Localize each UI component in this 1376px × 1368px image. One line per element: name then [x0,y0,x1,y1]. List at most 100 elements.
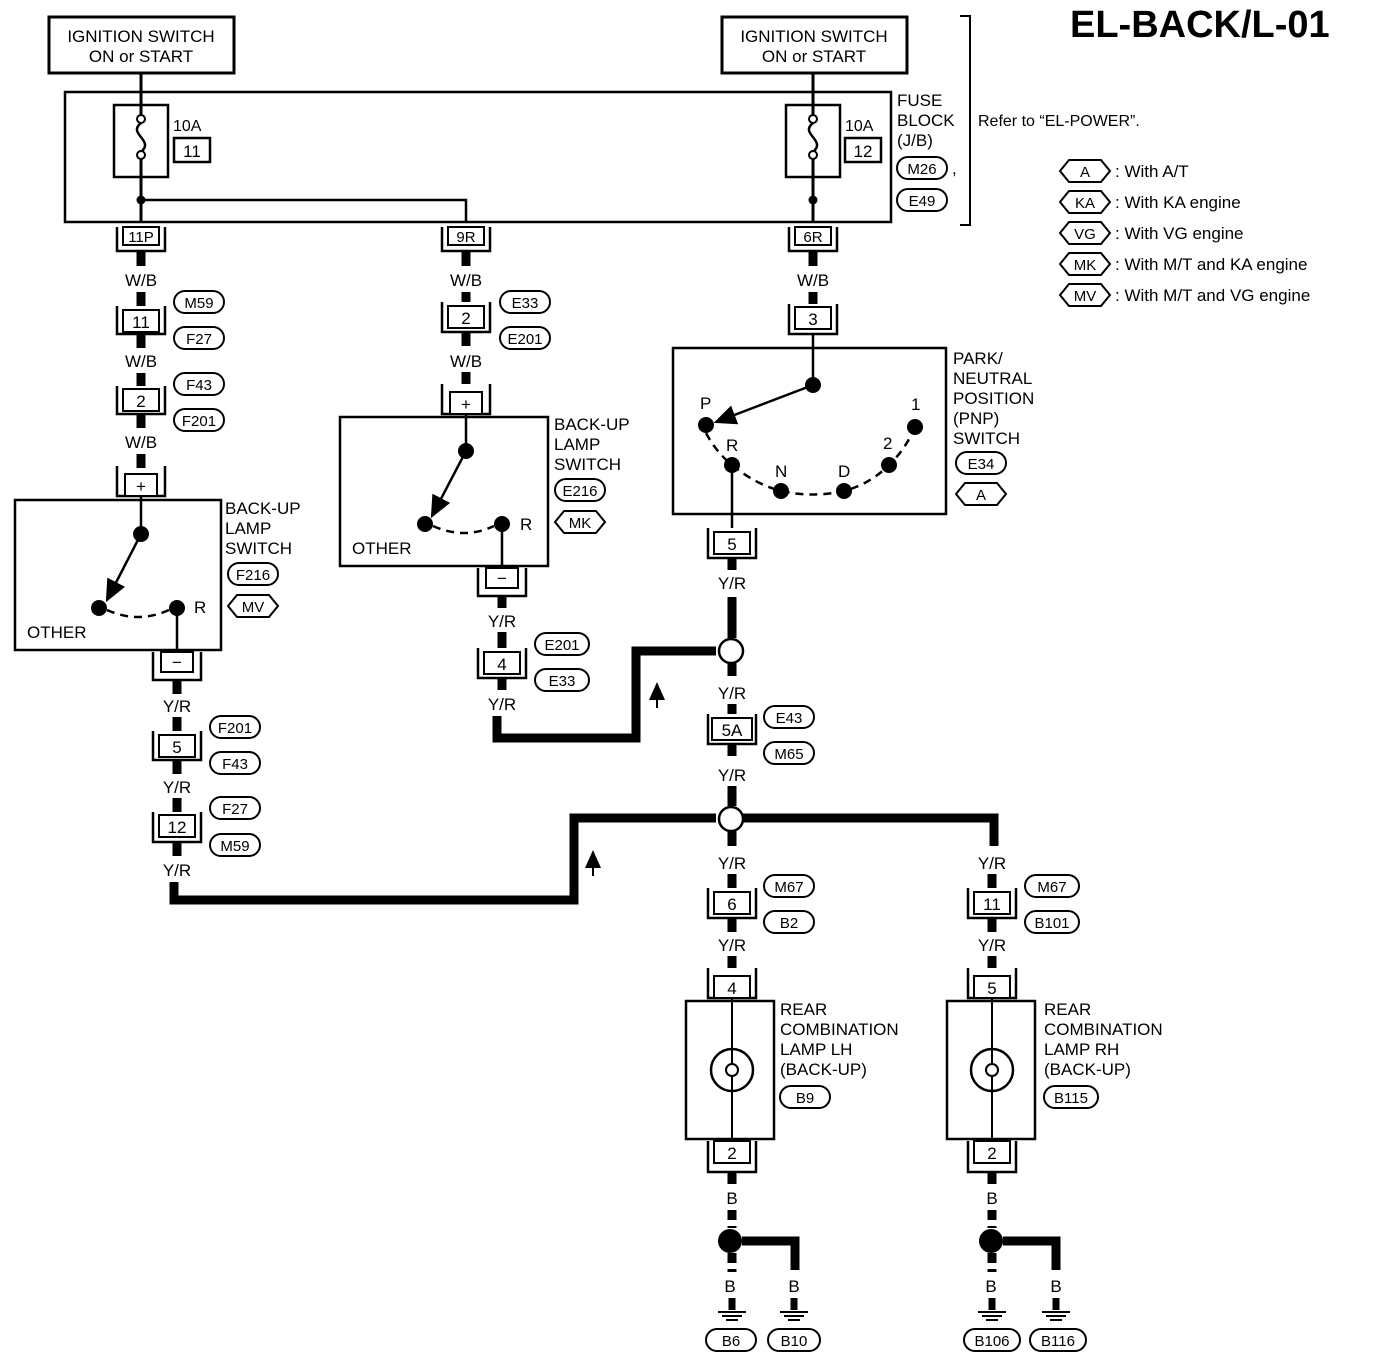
left-wire-yr-2: Y/R [163,778,191,797]
rh-lamp-out-pin: 2 [987,1144,996,1163]
ignition-right-line1: IGNITION SWITCH [740,27,887,46]
rh-connector-11-pin: 11 [983,895,1001,914]
left-switch-line2: LAMP [225,519,271,538]
diagram-title: EL-BACK/L-01 [1070,4,1330,46]
lh-c-a: M67 [774,879,803,896]
left-wire-yr-3: Y/R [163,861,191,880]
ground-b106-label: B106 [974,1333,1009,1350]
refer-note: Refer to “EL-POWER”. [978,113,1140,130]
mid-branch: W/B 2 E33 E201 W/B + OTHER R [338,251,716,743]
legend-text-mk: : With M/T and KA engine [1115,255,1307,274]
fuse-block-line3: (J/B) [897,131,933,150]
lamp-rh-branch: Y/R 11 M67 B101 Y/R 5 2 REAR COMBINATION [945,854,1163,1352]
mid-c1-b: E201 [507,331,542,348]
legend-row-a: A : With A/T [1058,159,1189,183]
mid-connector-2-pin: 2 [461,309,470,328]
legend-code-a: A [1080,164,1090,181]
fuse-block-line2: BLOCK [897,111,955,130]
rh-lamp-line1: REAR [1044,1000,1091,1019]
pnp-pos-d: D [838,462,850,481]
right-wire-yr-1: Y/R [718,574,746,593]
ignition-left-line1: IGNITION SWITCH [67,27,214,46]
pnp-pos-p: P [700,394,711,413]
rh-wire-b-2: B [985,1277,996,1296]
mid-switch-minus: − [497,569,507,588]
pnp-pos-n: N [775,462,787,481]
pnp-line4: (PNP) [953,409,999,428]
rh-lamp-in-pin: 5 [987,979,996,998]
left-switch-other: OTHER [27,623,87,642]
left-connector-5-pin: 5 [172,738,181,757]
connector-6r-label: 6R [803,229,822,246]
fuse-12: 10A 12 [784,73,883,222]
connector-9r: 9R [440,226,492,253]
fuse-11: 10A 11 [112,73,212,222]
left-c1-b: F27 [186,331,212,348]
ground-icon-b116 [1042,1298,1070,1321]
left-wire-wb-3: W/B [125,433,157,452]
left-switch-plus: + [136,477,146,496]
legend-row-ka: KA : With KA engine [1058,190,1241,214]
left-connector-12: 12 [151,812,203,844]
ground-icon-b106 [978,1298,1006,1321]
mid-c1-a: E33 [512,295,539,312]
lh-wire-b-3: B [788,1277,799,1296]
ground-icon-b10 [780,1298,808,1321]
ignition-right-line2: ON or START [762,47,866,66]
lh-lamp-out-pin: 2 [727,1144,736,1163]
lh-wire-yr-1: Y/R [718,854,746,873]
right-c3-b: M65 [774,746,803,763]
left-switch-minus: − [172,653,182,672]
legend-row-vg: VG : With VG engine [1058,221,1244,245]
pnp-line1: PARK/ [953,349,1003,368]
left-connector-2: 2 [115,386,167,416]
right-branch: W/B 3 P R N D 2 1 PARK/ [671,251,1034,846]
fuse-block-conn2: E49 [909,193,936,210]
left-connector-12-pin: 12 [168,818,187,837]
lh-ground-splice [718,1229,742,1253]
left-backup-lamp-switch: + OTHER R − BACK-UP LAMP SWITCH F216 MV [13,466,301,682]
left-branch: W/B 11 M59 F27 W/B 2 F43 F201 W/B [13,251,716,905]
mid-c2-a: E201 [544,637,579,654]
lh-lamp-conn: B9 [796,1090,814,1107]
ground-b116-label: B116 [1041,1333,1075,1350]
fuse-block-comma: , [952,159,957,178]
lh-lamp-line3: LAMP LH [780,1040,852,1059]
connector-9r-label: 9R [456,229,475,246]
connector-6r: 6R [787,226,839,253]
ignition-switch-right: IGNITION SWITCH ON or START [720,15,909,75]
left-c1-a: M59 [184,295,213,312]
legend-text-mv: : With M/T and VG engine [1115,286,1310,305]
fuse-block: FUSE BLOCK (J/B) M26 , E49 10A 11 [63,73,957,224]
left-switch-conn: F216 [236,567,270,584]
left-c2-b: F201 [182,413,216,430]
rh-wire-yr-2: Y/R [978,936,1006,955]
legend-row-mv: MV : With M/T and VG engine [1058,283,1310,307]
right-c3-a: E43 [776,710,803,727]
lh-lamp-in-pin: 4 [727,979,736,998]
fuse-11-number: 11 [183,142,201,161]
rh-lamp-line4: (BACK-UP) [1044,1060,1131,1079]
mid-switch-other: OTHER [352,539,412,558]
lh-lamp-line2: COMBINATION [780,1020,899,1039]
rh-lamp-line2: COMBINATION [1044,1020,1163,1039]
left-wire-yr-1: Y/R [163,697,191,716]
left-c4-a: F27 [222,801,248,818]
fuse-block-bracket [960,15,971,226]
fuse-block-internal-bus [141,198,468,222]
mid-switch-line1: BACK-UP [554,415,630,434]
mid-switch-plus: + [461,395,471,414]
legend-code-mv: MV [1074,288,1097,305]
mid-switch-conn: E216 [562,483,597,500]
fuse-block-conn1: M26 [907,161,936,178]
splice-upper [717,637,745,665]
pnp-conn: E34 [968,456,995,473]
mid-connector-4-pin: 4 [497,655,506,674]
mid-switch-line2: LAMP [554,435,600,454]
lh-lamp-line1: REAR [780,1000,827,1019]
right-connector-5: 5 [706,528,758,560]
right-connector-3-pin: 3 [808,310,817,329]
rh-wire-yr-1: Y/R [978,854,1006,873]
left-c3-a: F201 [218,720,252,737]
